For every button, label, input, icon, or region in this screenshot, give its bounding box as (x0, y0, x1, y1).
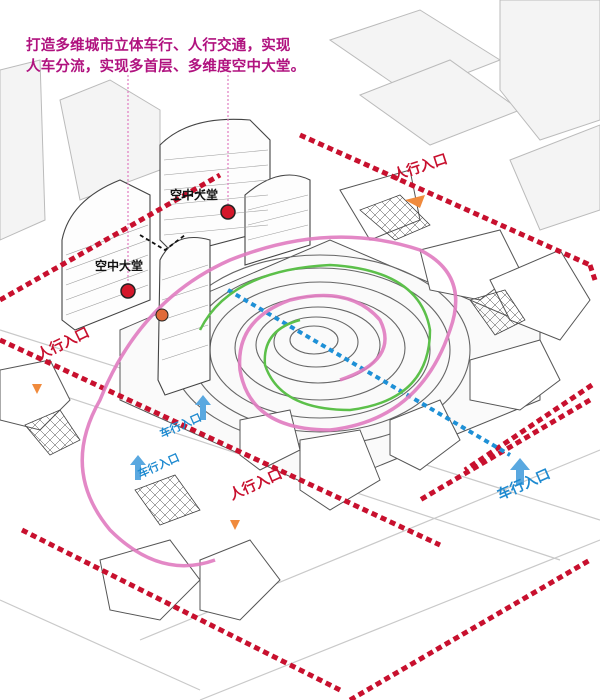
tower-floor-lines (65, 149, 309, 361)
sky-lobby-label-upper: 空中大堂 (170, 187, 218, 202)
secondary-marker (155, 308, 169, 322)
pedestrian-boundary-right (418, 397, 592, 503)
lobby-connector (139, 189, 206, 252)
car-arrow-icons (130, 395, 530, 485)
pedestrian-loop (80, 235, 458, 568)
caption-line-1: 打造多维城市立体车行、人行交通，实现 (26, 38, 291, 54)
pedestrian-boundary (0, 132, 598, 700)
caption-text: 打造多维城市立体车行、人行交通，实现 人车分流，实现多首层、多维度空中大堂。 (26, 36, 326, 78)
pedestrian-arrow-icons (32, 195, 425, 530)
green-path (198, 263, 432, 412)
leader-lines (127, 75, 229, 285)
sky-lobby-marker-upper (220, 204, 236, 220)
lattice-roofs (24, 194, 526, 526)
background-buildings (0, 0, 600, 241)
pedestrian-entrance-label-bottom: 人行入口 (227, 465, 285, 503)
caption-line-2: 人车分流，实现多首层、多维度空中大堂。 (26, 59, 306, 75)
sky-lobby-marker-lower (120, 283, 136, 299)
car-route (226, 288, 512, 457)
sky-lobby-label-lower: 空中大堂 (95, 258, 143, 273)
pedestrian-entrance-label-top: 人行入口 (391, 150, 450, 183)
